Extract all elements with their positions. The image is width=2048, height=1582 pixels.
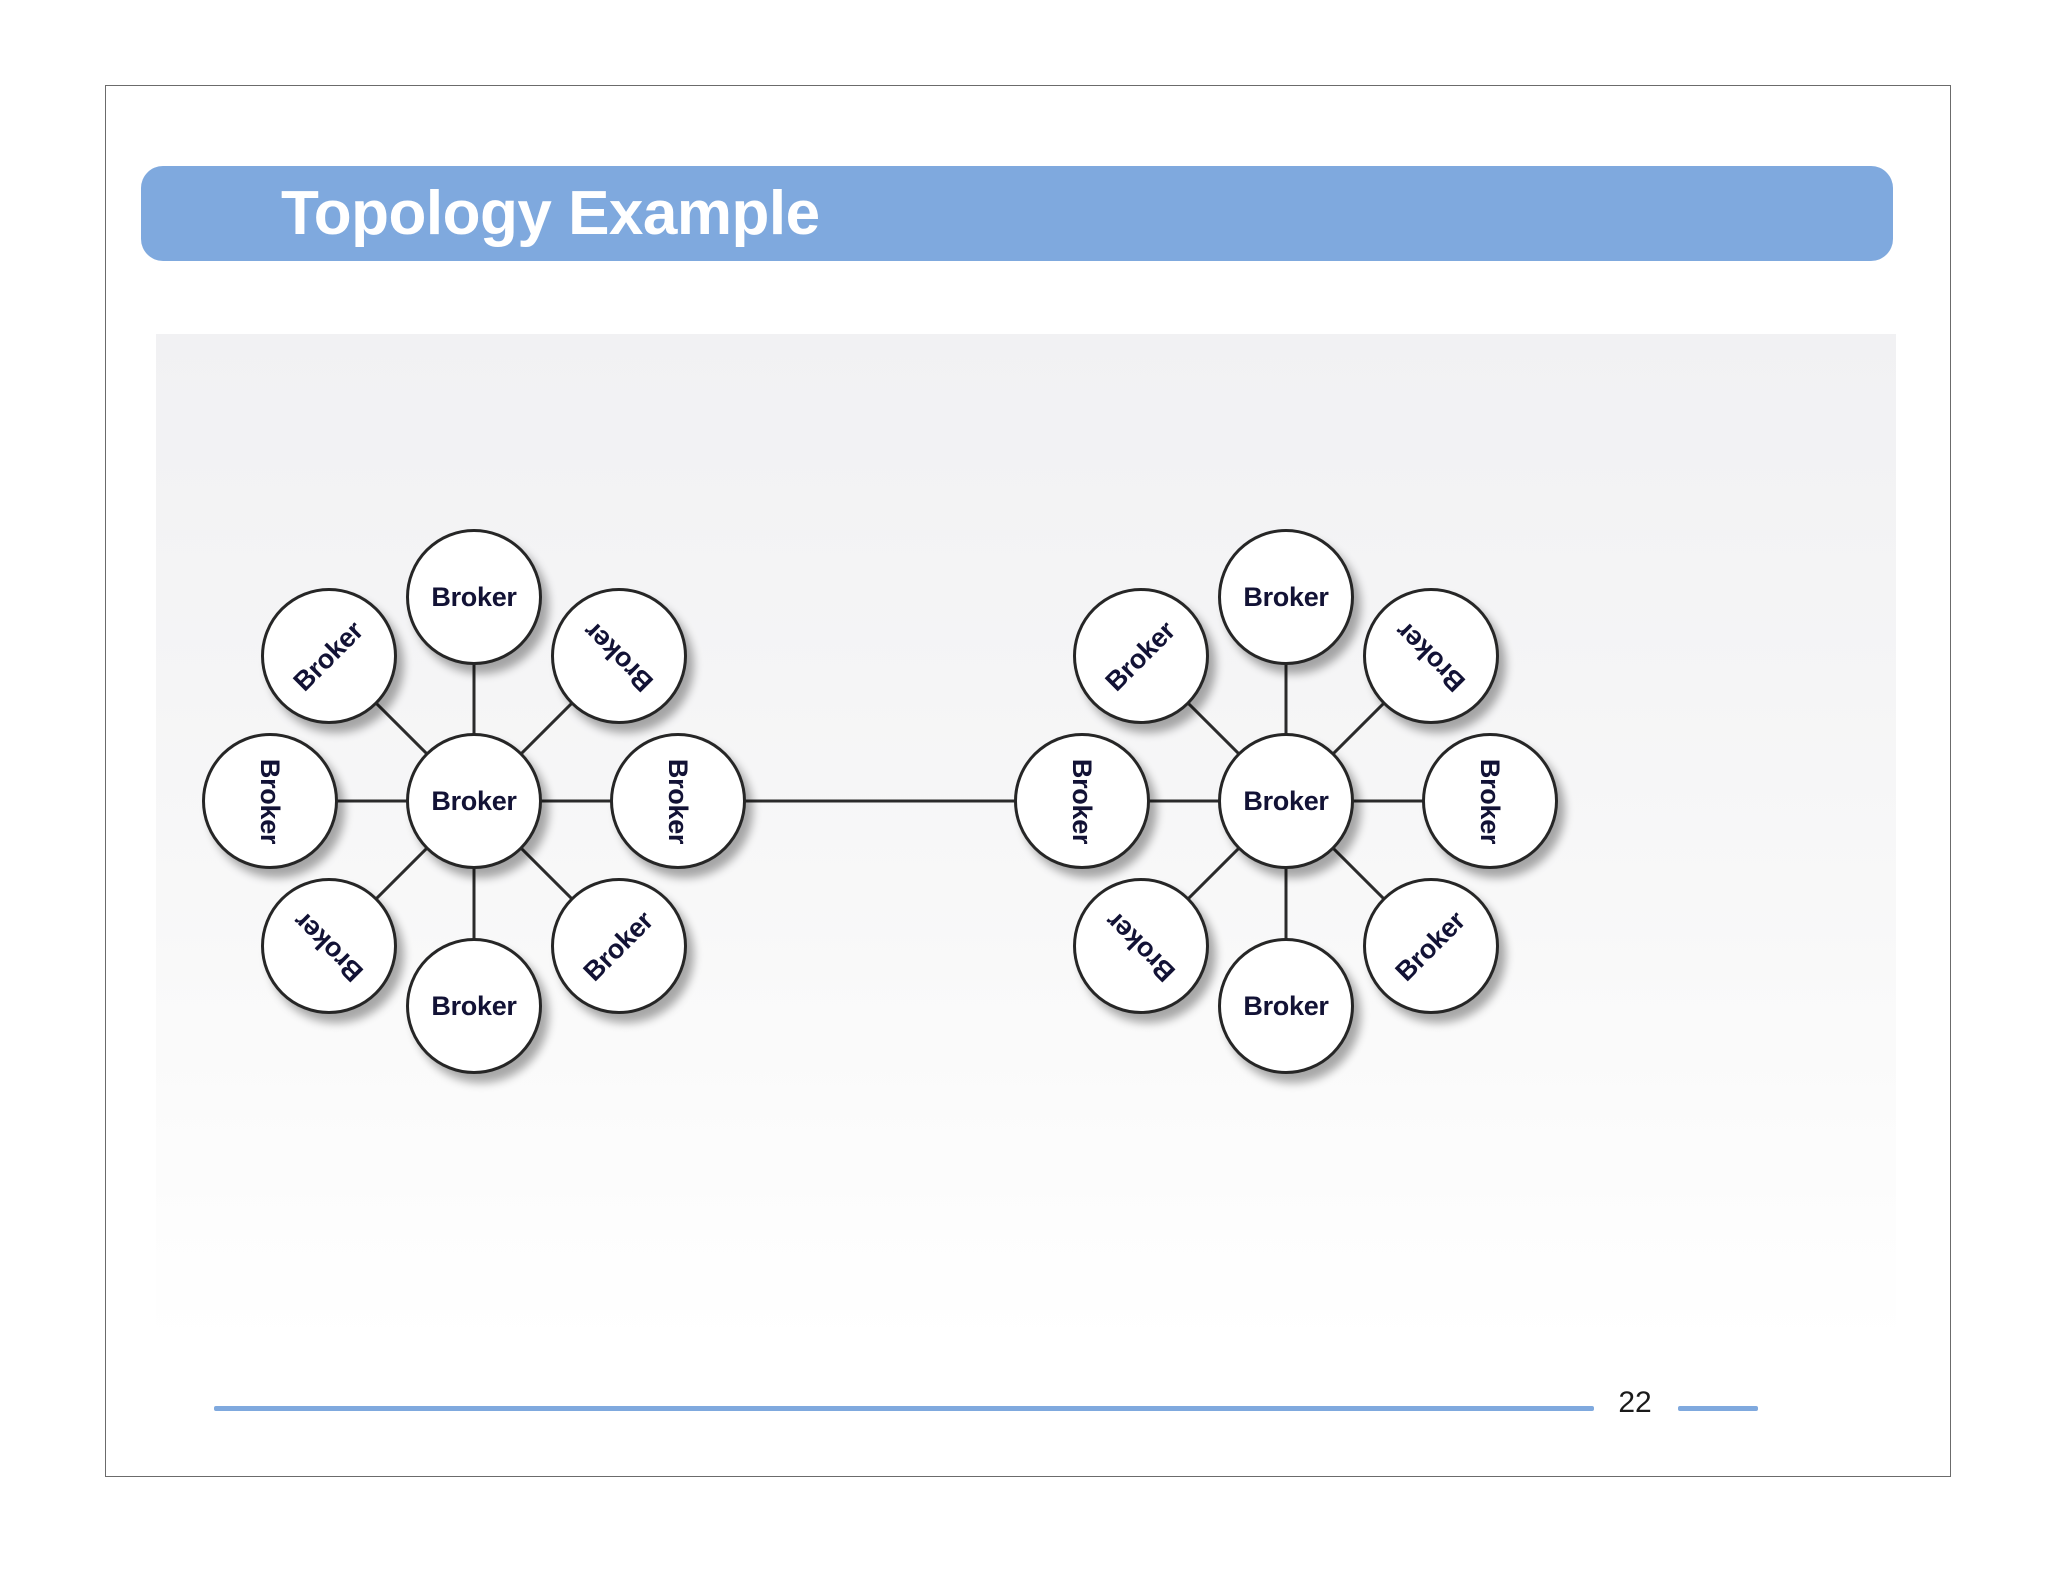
broker-node[interactable]: Broker <box>202 733 338 869</box>
broker-node[interactable]: Broker <box>406 938 542 1074</box>
broker-node-label: Broker <box>255 758 286 844</box>
title-banner: Topology Example <box>141 166 1893 261</box>
graph-edge <box>1185 845 1242 902</box>
broker-node[interactable]: Broker <box>1422 733 1558 869</box>
graph-edge <box>518 845 575 902</box>
graph-edge <box>373 845 430 902</box>
broker-node[interactable]: Broker <box>610 733 746 869</box>
broker-node-label: Broker <box>577 615 660 698</box>
broker-node-label: Broker <box>431 990 517 1021</box>
broker-node[interactable]: Broker <box>1014 733 1150 869</box>
broker-node-label: Broker <box>1099 905 1182 988</box>
broker-node-label: Broker <box>1389 615 1472 698</box>
broker-node[interactable]: Broker <box>1363 588 1499 724</box>
broker-node[interactable]: Broker <box>551 878 687 1014</box>
broker-node-label: Broker <box>431 785 517 816</box>
broker-node-label: Broker <box>1243 990 1329 1021</box>
page-number: 22 <box>1618 1386 1652 1419</box>
graph-edge <box>373 700 430 757</box>
footer-rule-left <box>214 1406 1594 1411</box>
graph-edge <box>1330 845 1387 902</box>
broker-node[interactable]: Broker <box>261 588 397 724</box>
slide-footer: 22 <box>106 1386 1952 1432</box>
broker-node-label: Broker <box>287 614 370 697</box>
broker-node-label: Broker <box>1243 785 1329 816</box>
broker-node-label: Broker <box>1099 614 1182 697</box>
footer-rule-right <box>1678 1406 1758 1411</box>
broker-node-label: Broker <box>431 581 517 612</box>
graph-edge <box>1330 700 1387 757</box>
broker-node-label: Broker <box>1243 581 1329 612</box>
broker-node[interactable]: Broker <box>1218 733 1354 869</box>
broker-node-label: Broker <box>1067 758 1098 844</box>
broker-node[interactable]: Broker <box>1218 529 1354 665</box>
broker-node-label: Broker <box>663 758 694 844</box>
broker-node[interactable]: Broker <box>1073 588 1209 724</box>
broker-node[interactable]: Broker <box>406 529 542 665</box>
graph-edge <box>518 700 575 757</box>
broker-node[interactable]: Broker <box>261 878 397 1014</box>
broker-node-label: Broker <box>287 905 370 988</box>
broker-node[interactable]: Broker <box>1218 938 1354 1074</box>
broker-node[interactable]: Broker <box>1073 878 1209 1014</box>
broker-node[interactable]: Broker <box>406 733 542 869</box>
graph-edge <box>1185 700 1242 757</box>
broker-node-label: Broker <box>1475 758 1506 844</box>
broker-node-label: Broker <box>577 904 660 987</box>
broker-node[interactable]: Broker <box>551 588 687 724</box>
broker-node[interactable]: Broker <box>1363 878 1499 1014</box>
broker-node-label: Broker <box>1389 904 1472 987</box>
page-title: Topology Example <box>281 179 820 248</box>
